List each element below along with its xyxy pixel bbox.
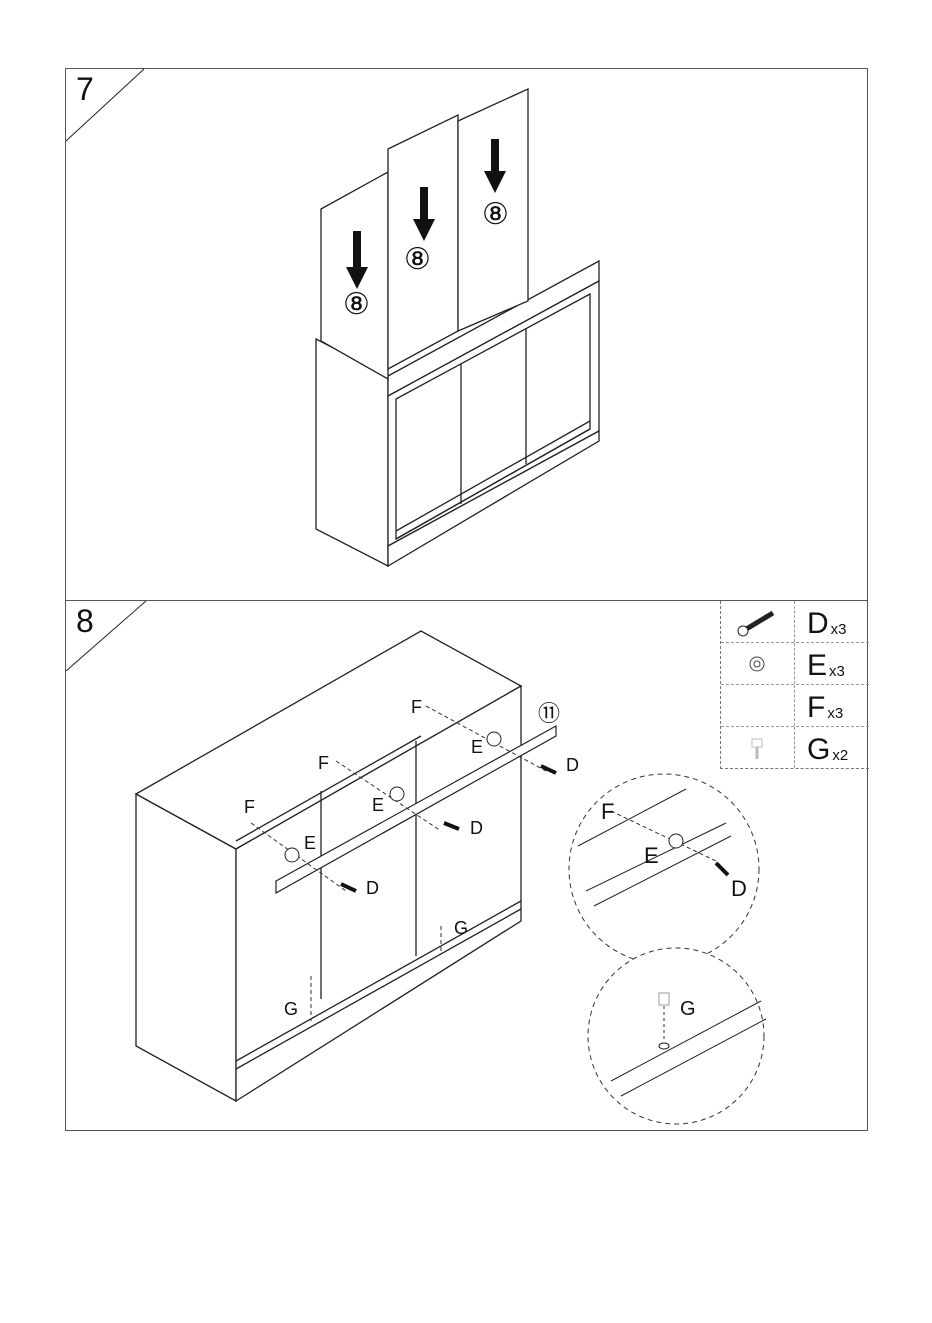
detail-label-f: F (601, 799, 614, 824)
step-7-number: 7 (76, 71, 94, 108)
label-d-2: D (470, 818, 483, 838)
step-7-panel: ⑧ ⑧ ⑧ 7 (65, 68, 868, 601)
step-8-panel: ⑪ F F F E E E D D D G G F E D (65, 600, 868, 1131)
part-qty: x2 (832, 747, 848, 764)
cam-lock-icon (669, 834, 683, 848)
panel-number-3: ⑧ (482, 198, 509, 231)
shelf-pin-icon (721, 727, 795, 768)
detail-label-g: G (680, 998, 696, 1020)
label-d-3: D (566, 755, 579, 775)
label-e-3: E (471, 737, 483, 757)
label-g-1: G (284, 999, 298, 1019)
label-e-1: E (304, 833, 316, 853)
cam-lock-icon (390, 787, 404, 801)
cam-lock-icon (285, 848, 299, 862)
label-d-1: D (366, 878, 379, 898)
part-qty: x3 (831, 621, 847, 638)
part-qty: x3 (827, 705, 843, 722)
detail-label-e: E (644, 843, 659, 868)
step-7-diagram: ⑧ ⑧ ⑧ (66, 69, 869, 602)
panel-number-1: ⑧ (343, 288, 370, 321)
part-letter: D (807, 610, 829, 638)
part-qty: x3 (829, 663, 845, 680)
cam-lock-icon (487, 732, 501, 746)
label-f-3: F (411, 697, 422, 717)
step-8-number: 8 (76, 603, 94, 640)
detail-label-d: D (731, 876, 747, 901)
panel-number-2: ⑧ (404, 243, 431, 276)
label-g-2: G (454, 918, 468, 938)
detail-circle-cam: F E D (569, 774, 759, 964)
label-e-2: E (372, 795, 384, 815)
label-f-2: F (318, 753, 329, 773)
part-letter: E (807, 652, 827, 680)
callout-11: ⑪ (538, 701, 560, 726)
detail-circle-pin: G (588, 948, 766, 1124)
cabinet-back-view (136, 631, 521, 1101)
part-letter: F (807, 694, 825, 722)
part-letter: G (807, 736, 830, 764)
screw-icon (721, 601, 795, 642)
label-f-1: F (244, 797, 255, 817)
shelf-pin-icon (659, 993, 669, 1005)
cam-lock-icon (721, 643, 795, 684)
